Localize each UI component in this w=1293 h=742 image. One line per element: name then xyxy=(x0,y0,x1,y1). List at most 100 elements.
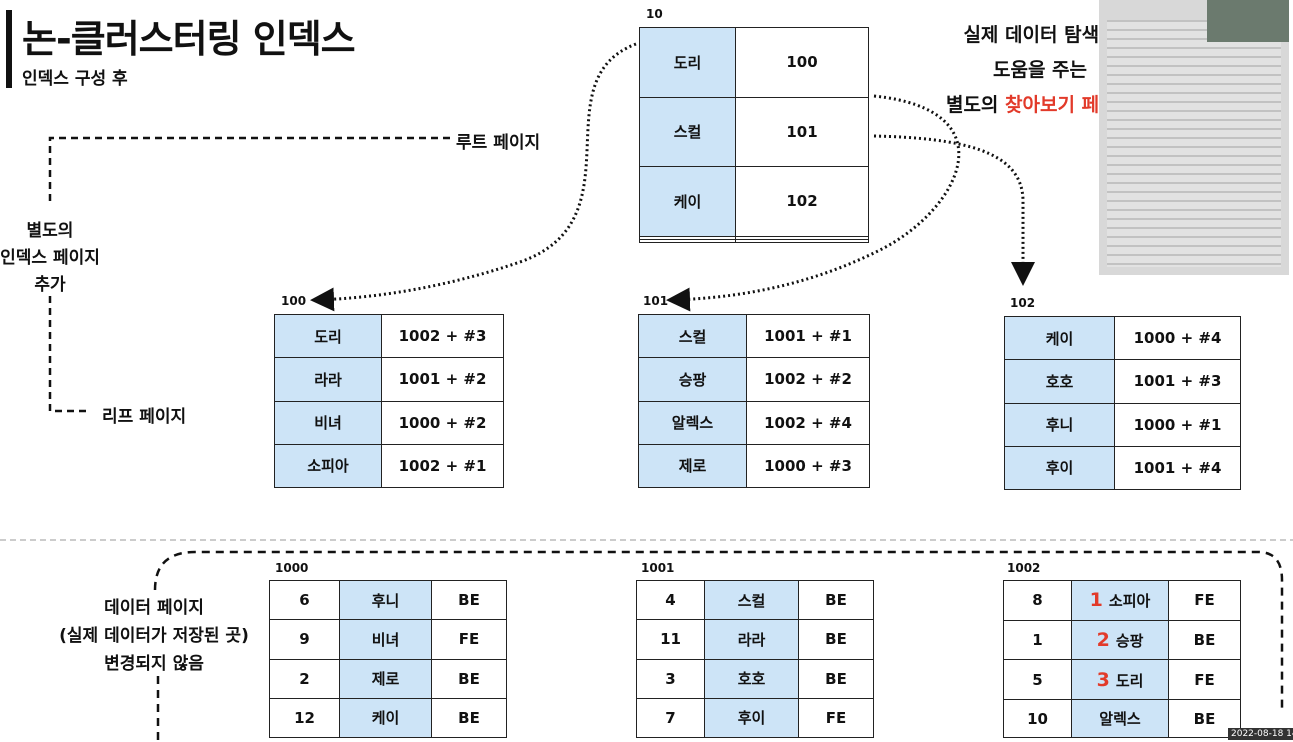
order-number: 1 xyxy=(1090,589,1103,611)
table-row: 후이1001 + #4 xyxy=(1005,446,1241,489)
table-cell: BE xyxy=(799,581,874,620)
root-page-label: 루트 페이지 xyxy=(456,128,540,153)
table-cell: 1001 + #3 xyxy=(1115,360,1241,403)
table-row: 스컬1001 + #1 xyxy=(639,315,870,358)
table-cell: 도리 xyxy=(640,28,736,98)
table-cell: 1소피아 xyxy=(1072,581,1169,621)
table-cell: BE xyxy=(432,698,507,737)
table-cell: 스컬 xyxy=(640,97,736,167)
table-cell: 11 xyxy=(637,620,705,659)
arrow-root-to-102 xyxy=(874,136,1023,280)
table-cell: 2 xyxy=(270,659,340,698)
leaf-page-number-100: 100 xyxy=(281,294,306,308)
table-cell: 3도리 xyxy=(1072,660,1169,700)
leaf-page-label: 리프 페이지 xyxy=(102,402,186,427)
table-cell: 1002 + #1 xyxy=(382,444,504,487)
table-cell: FE xyxy=(1169,660,1241,700)
table-cell: 8 xyxy=(1004,581,1072,621)
data-table-1002: 81소피아FE 12승팡BE 53도리FE 10알렉스BE xyxy=(1003,580,1241,738)
leaf-page-number-101: 101 xyxy=(643,294,668,308)
table-cell: BE xyxy=(1169,620,1241,660)
root-page-number: 10 xyxy=(646,7,663,21)
video-thumbnail xyxy=(1207,0,1289,42)
index-bracket-top xyxy=(50,138,450,205)
table-row: 도리1002 + #3 xyxy=(275,315,504,358)
table-cell: 102 xyxy=(736,167,869,237)
table-cell: 후니 xyxy=(340,581,432,620)
table-cell: 100 xyxy=(736,28,869,98)
data-page-number-1000: 1000 xyxy=(275,561,308,575)
data-page-number-1001: 1001 xyxy=(641,561,674,575)
table-cell: FE xyxy=(432,620,507,659)
data-page-line3: 변경되지 않음 xyxy=(36,650,272,678)
table-cell: 후니 xyxy=(1005,403,1115,446)
table-cell: 6 xyxy=(270,581,340,620)
arrow-root-to-100 xyxy=(316,44,636,300)
table-cell: 12 xyxy=(270,698,340,737)
table-cell: 비녀 xyxy=(340,620,432,659)
index-bracket-bottom xyxy=(50,296,88,411)
table-cell: 1001 + #2 xyxy=(382,358,504,401)
table-cell: 10 xyxy=(1004,700,1072,738)
table-cell: 승팡 xyxy=(639,358,747,401)
table-cell: 3 xyxy=(637,659,705,698)
separate-index-label: 별도의 인덱스 페이지 추가 xyxy=(0,218,100,299)
table-cell: BE xyxy=(432,581,507,620)
data-page-line2: (실제 데이터가 저장된 곳) xyxy=(36,622,272,650)
table-cell: 호호 xyxy=(705,659,799,698)
data-page-number-1002: 1002 xyxy=(1007,561,1040,575)
table-cell: 1002 + #2 xyxy=(747,358,870,401)
table-cell: 후이 xyxy=(705,698,799,737)
table-cell: 도리 xyxy=(275,315,382,358)
video-timestamp: 2022-08-18 14:1 xyxy=(1228,728,1293,740)
table-cell: 1002 + #3 xyxy=(382,315,504,358)
table-cell: 제로 xyxy=(639,444,747,487)
reference-photo xyxy=(1099,0,1289,275)
table-row xyxy=(640,239,869,242)
separate-index-line2: 인덱스 페이지 xyxy=(0,245,100,272)
data-page-line1: 데이터 페이지 xyxy=(36,594,272,622)
table-cell: 1 xyxy=(1004,620,1072,660)
table-cell: 1001 + #1 xyxy=(747,315,870,358)
table-cell: BE xyxy=(799,659,874,698)
table-cell: 1000 + #2 xyxy=(382,401,504,444)
table-row: 11라라BE xyxy=(637,620,874,659)
table-cell: 1000 + #1 xyxy=(1115,403,1241,446)
separate-index-line1: 별도의 xyxy=(0,218,100,245)
data-page-label: 데이터 페이지 (실제 데이터가 저장된 곳) 변경되지 않음 xyxy=(36,594,272,678)
table-cell: 4 xyxy=(637,581,705,620)
table-cell: 제로 xyxy=(340,659,432,698)
table-row: 소피아1002 + #1 xyxy=(275,444,504,487)
table-cell: 1001 + #4 xyxy=(1115,446,1241,489)
table-cell xyxy=(736,239,869,242)
table-cell: 9 xyxy=(270,620,340,659)
table-cell: 알렉스 xyxy=(639,401,747,444)
table-cell: 비녀 xyxy=(275,401,382,444)
leaf-page-number-102: 102 xyxy=(1010,296,1035,310)
separate-index-line3: 추가 xyxy=(0,272,100,299)
table-cell: 라라 xyxy=(705,620,799,659)
table-cell: 1002 + #4 xyxy=(747,401,870,444)
table-cell: 5 xyxy=(1004,660,1072,700)
table-cell: BE xyxy=(799,620,874,659)
